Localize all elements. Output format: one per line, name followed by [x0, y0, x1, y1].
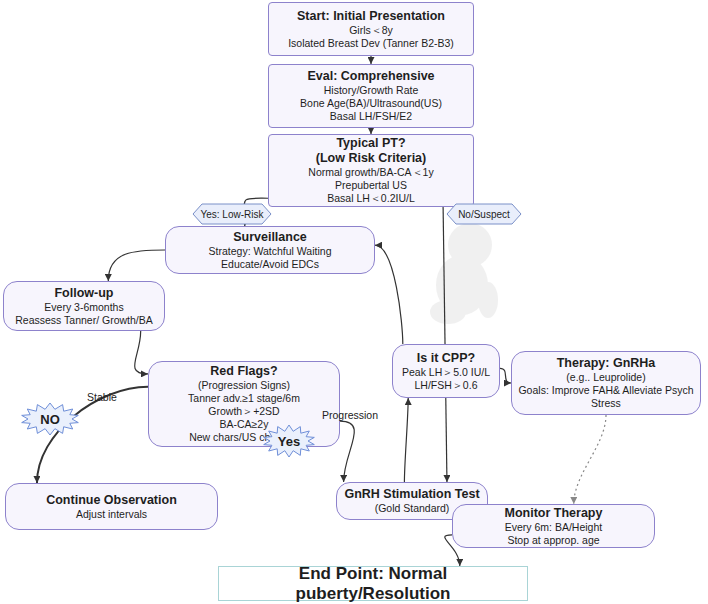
flow-arrow [37, 387, 148, 483]
starburst-badge: NO [20, 402, 80, 436]
box-text: Basal LH＜0.2IU/L [327, 192, 414, 205]
box-heading: (Low Risk Criteria) [316, 151, 426, 166]
box-heading: Therapy: GnRHa [557, 356, 656, 371]
badge-text: Yes [278, 434, 300, 449]
process-box: Therapy: GnRHa(e.g.. Leuprolide)Goals: I… [511, 351, 701, 415]
flow-arrow [500, 368, 511, 383]
process-box: Monitor TherapyEvery 6m: BA/HeightStop a… [452, 504, 655, 548]
box-text: Basal LH/FSH/E2 [330, 110, 412, 123]
box-text: Every 3-6months [44, 301, 123, 314]
end-box: End Point: Normal puberty/Resolution [218, 566, 528, 601]
box-heading: Typical PT? [336, 136, 405, 151]
starburst-badge: Yes [262, 424, 316, 458]
flow-arrow [340, 421, 354, 482]
box-text: Bone Age(BA)/Ultrasound(US) [300, 97, 442, 110]
box-text: Normal growth/BA-CA＜1y [308, 166, 433, 179]
box-text: Growth＞+2SD [208, 405, 279, 418]
box-text: (Gold Standard) [375, 502, 450, 515]
box-text: History/Growth Rate [324, 84, 419, 97]
box-text: Strategy: Watchful Waiting [209, 245, 332, 258]
box-text: (Progression Signs) [198, 379, 290, 392]
flow-arrow [135, 331, 148, 374]
process-box: Continue ObservationAdjust intervals [5, 483, 218, 530]
process-box: Eval: ComprehensiveHistory/Growth RateBo… [268, 64, 474, 128]
process-box: Is it CPP?Peak LH＞5.0 IU/LLH/FSH＞0.6 [392, 344, 500, 398]
edge-label: Stable [82, 390, 122, 404]
flow-arrow [370, 56, 371, 64]
box-heading: Red Flags? [210, 364, 277, 379]
process-box: Follow-upEvery 3-6monthsReassess Tanner/… [3, 281, 165, 331]
box-heading: Is it CPP? [417, 351, 475, 366]
box-heading: Start: Initial Presentation [297, 9, 445, 24]
edge-label: Progression [318, 408, 382, 422]
box-text: Isolated Breast Dev (Tanner B2-B3) [288, 37, 454, 50]
flow-arrow [574, 415, 606, 504]
box-text: Every 6m: BA/Height [505, 521, 602, 534]
flow-arrow [108, 250, 165, 281]
box-text: BA-CA≥2y [220, 418, 269, 431]
process-box: Start: Initial PresentationGirls＜8yIsola… [268, 2, 474, 56]
box-heading: Eval: Comprehensive [307, 69, 434, 84]
box-heading: Continue Observation [46, 493, 177, 508]
box-text: Reassess Tanner/ Growth/BA [15, 314, 153, 327]
fetus-watermark [430, 223, 498, 324]
box-text: Goals: Improve FAH& Alleviate Psych Stre… [515, 384, 697, 410]
flow-arrow [404, 398, 408, 482]
box-text: (e.g.. Leuprolide) [566, 371, 645, 384]
box-text: Peak LH＞5.0 IU/L [402, 366, 490, 379]
box-text: Prepubertal US [335, 179, 407, 192]
process-box: Typical PT?(Low Risk Criteria)Normal gro… [268, 134, 474, 207]
box-heading: Follow-up [54, 286, 113, 301]
box-heading: Surveillance [233, 230, 307, 245]
box-text: LH/FSH＞0.6 [415, 379, 478, 392]
box-text: Adjust intervals [76, 508, 147, 521]
box-text: Stop at approp. age [507, 534, 599, 547]
box-text: Educate/Avoid EDCs [221, 258, 319, 271]
edge-label-text: Progression [322, 409, 378, 421]
process-box: Red Flags?(Progression Signs)Tanner adv.… [148, 361, 340, 447]
box-heading: End Point: Normal puberty/Resolution [222, 564, 524, 604]
box-heading: Monitor Therapy [505, 506, 603, 521]
edge-label-text: Stable [87, 391, 117, 403]
box-heading: GnRH Stimulation Test [344, 487, 479, 502]
box-text: Tanner adv.≥1 stage/6m [188, 392, 300, 405]
edge-label-diamond: No/Suspect [446, 203, 522, 225]
box-text: Girls＜8y [349, 24, 393, 37]
process-box: SurveillanceStrategy: Watchful WaitingEd… [165, 226, 375, 274]
edge-label-diamond: Yes: Low-Risk [192, 203, 272, 225]
edge-label-text: No/Suspect [458, 209, 510, 220]
badge-text: NO [40, 412, 60, 427]
edge-label-text: Yes: Low-Risk [201, 209, 264, 220]
flow-arrow [375, 245, 403, 344]
